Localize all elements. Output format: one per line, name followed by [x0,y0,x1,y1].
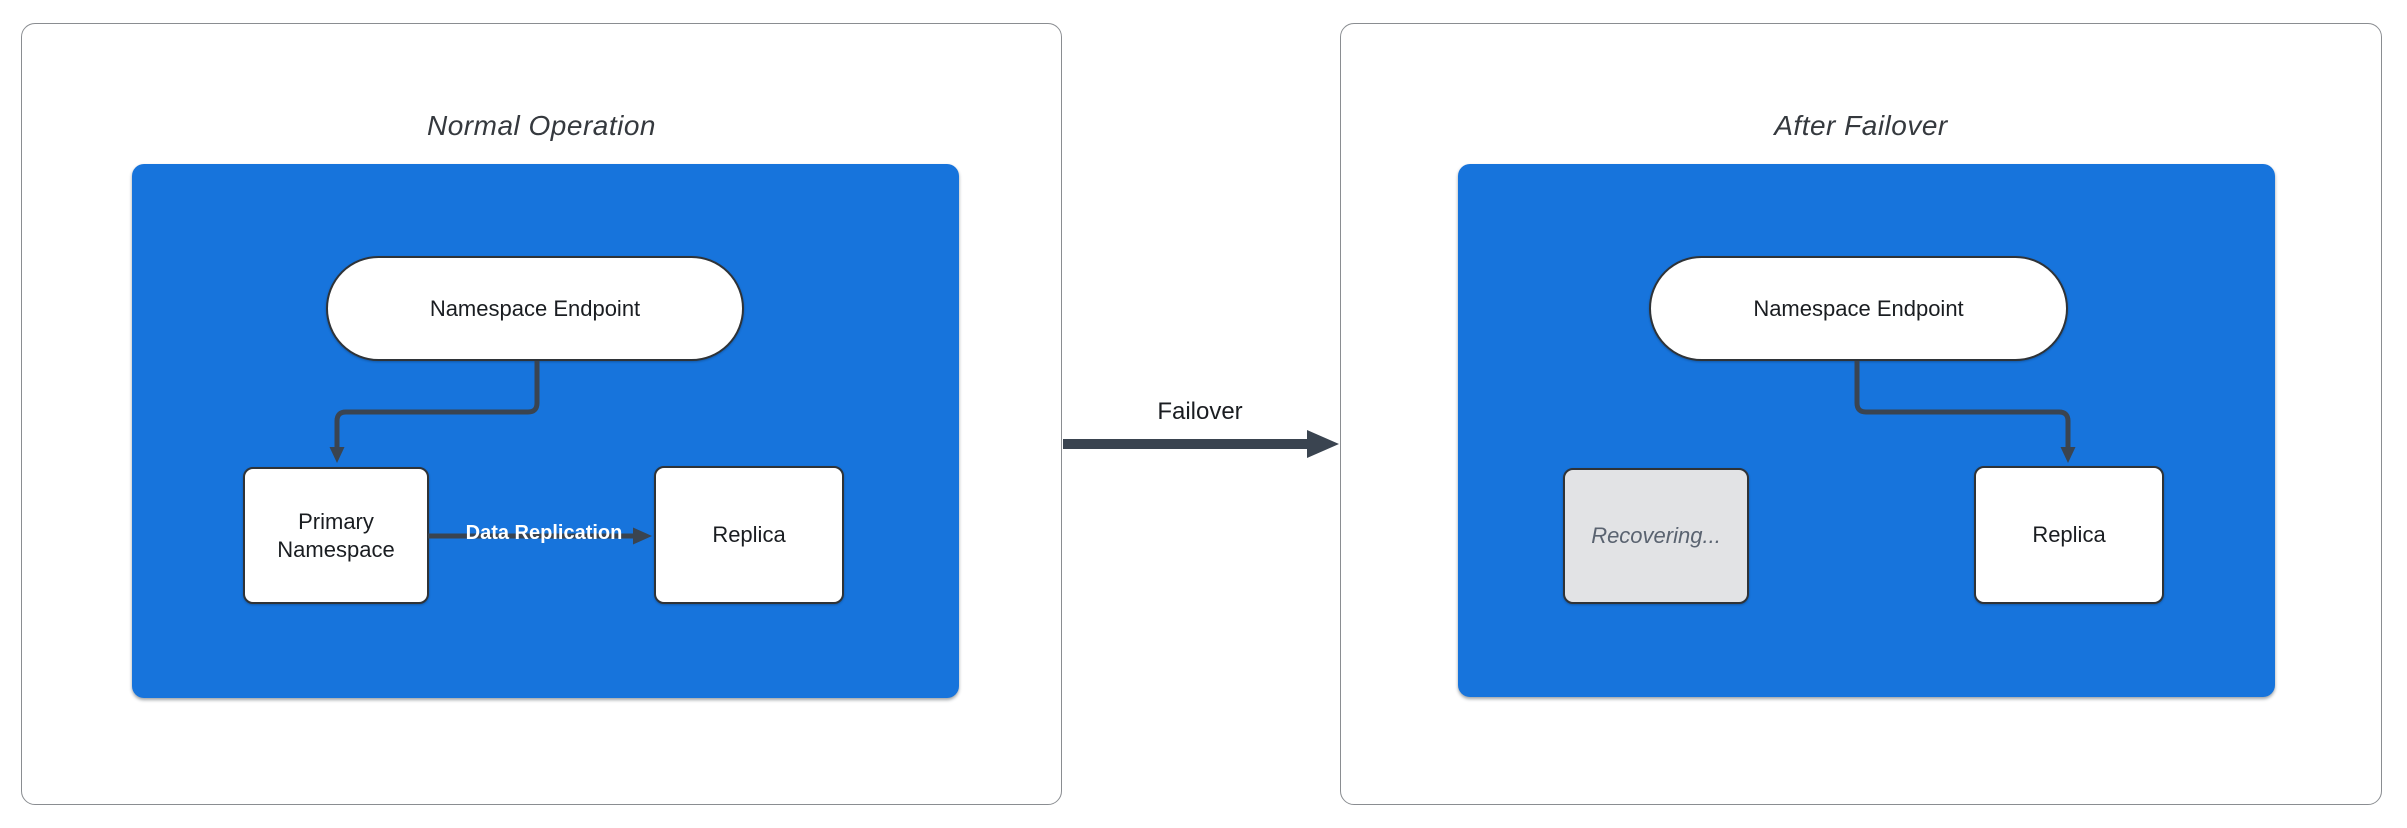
node-label: Namespace Endpoint [429,295,641,321]
arrowhead-right-icon [1307,430,1339,458]
blue-cluster-normal [132,164,959,698]
node-primary-namespace: Primary Namespace [243,467,429,604]
node-label: Primary Namespace [277,509,395,562]
panel-after-failover: After Failover Namespace Endpoint Recove… [1340,23,2382,805]
panel-title-normal-operation: Normal Operation [427,110,656,141]
node-label: Recovering... [1591,523,1721,549]
panel-normal-operation: Normal Operation Namespace Endpoint Prim… [21,23,1062,805]
node-label: Namespace Endpoint [1753,295,1964,321]
node-replica: Replica [1974,466,2164,604]
node-replica: Replica [654,466,844,604]
panel-title-after-failover: After Failover [1774,110,1948,141]
node-namespace-endpoint: Namespace Endpoint [326,256,744,361]
node-recovering: Recovering... [1563,468,1749,604]
edge-failover [1063,430,1339,458]
node-namespace-endpoint: Namespace Endpoint [1649,256,2068,361]
blue-cluster-failover [1458,164,2275,697]
edge-label-failover: Failover [1157,398,1243,425]
node-label: Replica [712,522,786,548]
node-label: Replica [2032,522,2106,548]
